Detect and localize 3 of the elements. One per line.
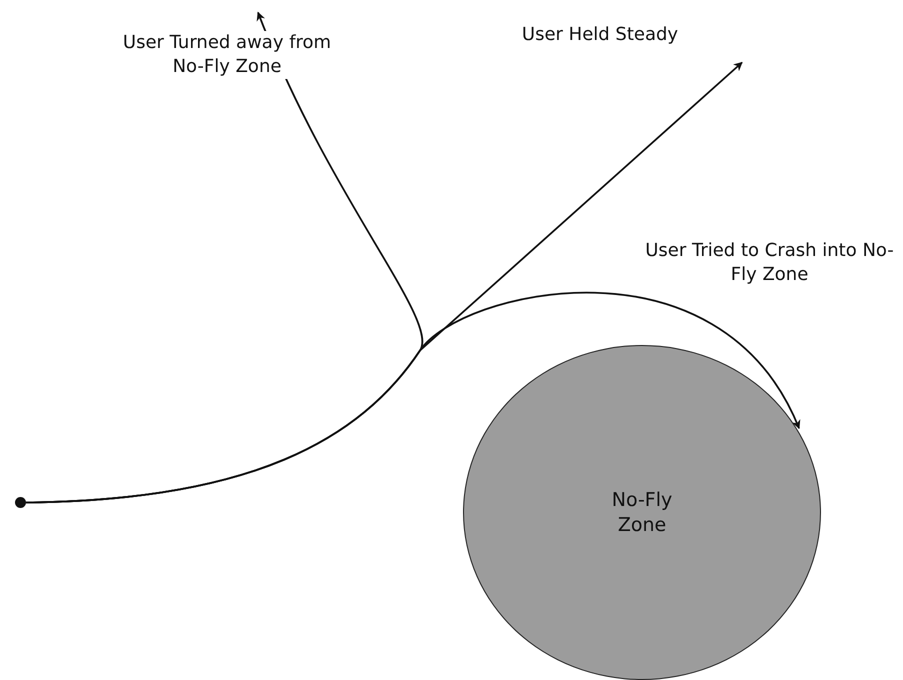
trajectory-arrow xyxy=(26,292,800,504)
start-dot xyxy=(15,497,26,508)
zone-label: No-Fly Zone xyxy=(610,488,674,538)
